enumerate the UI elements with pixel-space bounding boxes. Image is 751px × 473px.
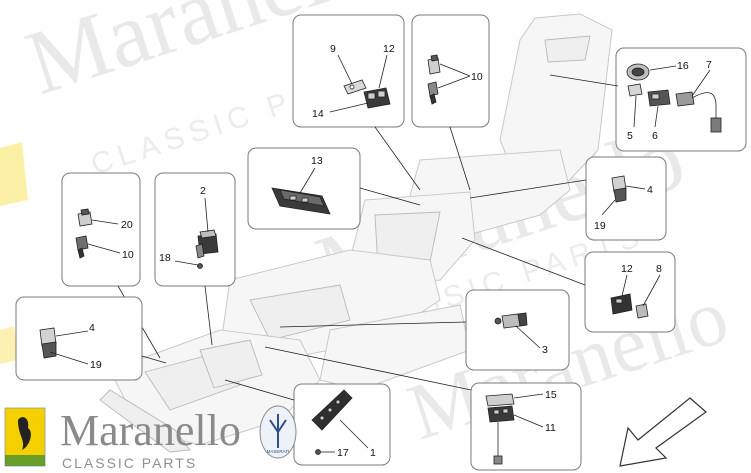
label-10-left: 10 — [122, 249, 134, 261]
label-15: 15 — [545, 389, 557, 401]
label-4-right: 4 — [647, 184, 653, 196]
label-17: 17 — [337, 447, 349, 459]
maserati-badge-icon: MASERATI — [259, 405, 297, 459]
label-20: 20 — [121, 219, 133, 231]
socket-icon — [626, 63, 695, 107]
callout-box-4-19-right: 4 19 — [469, 156, 667, 241]
callout-box-17-1: 17 1 — [224, 379, 391, 466]
console-ghost-drawing — [99, 13, 613, 453]
label-6: 6 — [652, 130, 658, 142]
part-9-icon — [343, 79, 367, 95]
label-5: 5 — [627, 130, 633, 142]
label-12-right: 12 — [621, 263, 633, 275]
callout-box-3: 3 — [279, 289, 570, 371]
label-19-right: 19 — [594, 220, 606, 232]
direction-arrow-icon — [619, 397, 707, 467]
label-1: 1 — [370, 447, 376, 459]
part-12-14-icon — [363, 87, 391, 109]
brand-logo: Maranello CLASSIC PARTS MASERATI — [4, 405, 297, 471]
label-2: 2 — [200, 185, 206, 197]
callout-box-9-12-14: 9 12 14 — [292, 14, 421, 191]
label-4-left: 4 — [89, 322, 95, 334]
brand-name: Maranello — [60, 406, 241, 455]
relay-icon — [195, 229, 219, 269]
label-13: 13 — [311, 155, 323, 167]
callout-box-4-19-left: 4 19 — [15, 296, 167, 381]
label-7: 7 — [706, 59, 712, 71]
callout-box-20-10: 20 10 — [61, 172, 161, 359]
switch-icon-2 — [611, 175, 627, 203]
switch-icon — [39, 327, 57, 359]
label-14: 14 — [312, 108, 324, 120]
label-16: 16 — [677, 60, 689, 72]
connector-icon — [610, 293, 649, 319]
callout-box-10-top: 10 — [411, 14, 490, 191]
label-18: 18 — [159, 252, 171, 264]
fuse-icon — [75, 208, 93, 259]
callout-box-2-18: 2 18 — [154, 172, 236, 346]
usb-port-icon — [485, 393, 515, 465]
label-10-top: 10 — [471, 71, 483, 83]
callout-box-16-7-5-6: 16 7 5 6 — [549, 47, 747, 152]
callout-box-13: 13 — [247, 147, 421, 230]
sensor-icon — [494, 312, 528, 329]
brand-tagline: CLASSIC PARTS — [62, 455, 197, 471]
control-panel-icon — [311, 389, 353, 455]
label-9: 9 — [330, 43, 336, 55]
label-11: 11 — [545, 422, 556, 434]
label-3: 3 — [542, 344, 548, 356]
maserati-badge-text: MASERATI — [267, 449, 290, 454]
ferrari-emblem — [0, 142, 28, 364]
switch-panel-icon — [271, 187, 331, 215]
callout-box-15-11: 15 11 — [264, 346, 582, 471]
label-19-left: 19 — [90, 359, 102, 371]
label-12: 12 — [383, 43, 395, 55]
callout-box-12-8: 12 8 — [461, 237, 676, 333]
fuse-holder-icon — [427, 54, 441, 105]
label-8: 8 — [656, 263, 662, 275]
